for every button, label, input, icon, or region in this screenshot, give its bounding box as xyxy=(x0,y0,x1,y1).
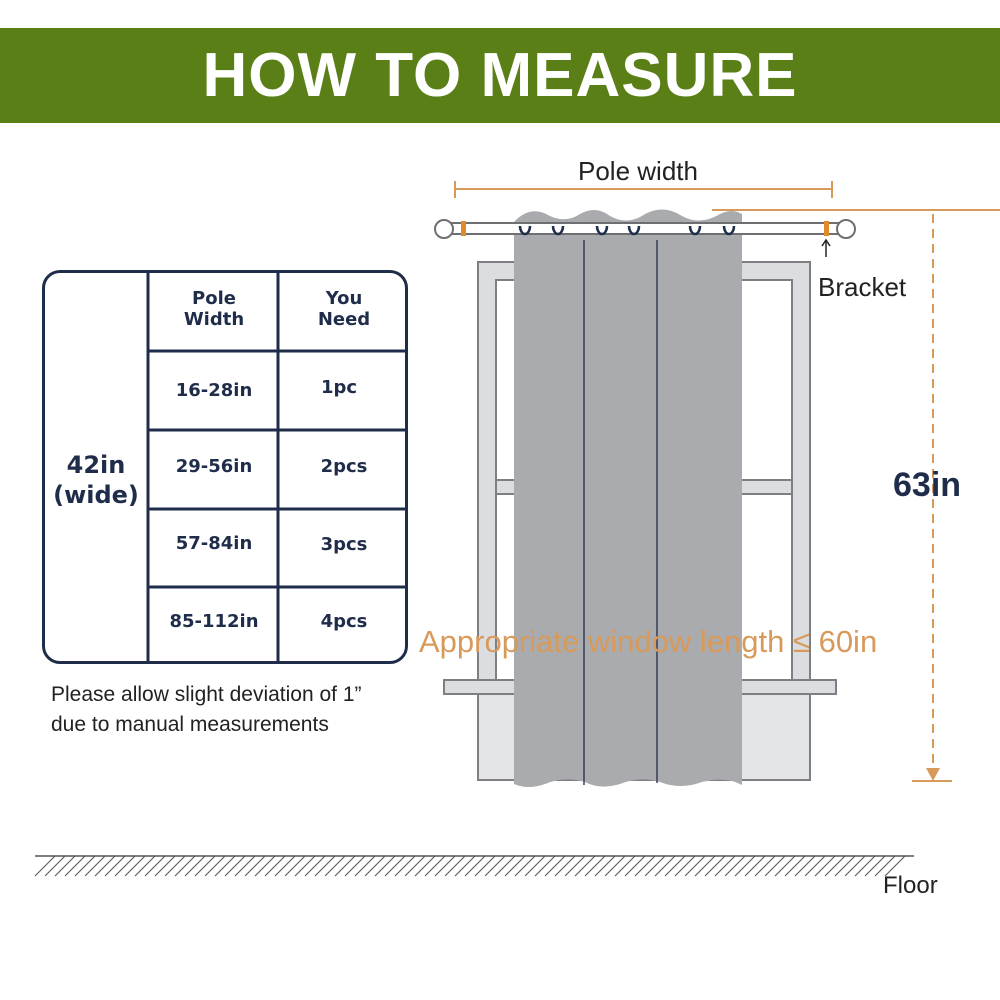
height-dimension xyxy=(712,209,1000,782)
bracket-arrow xyxy=(821,238,831,257)
table-cell-need: 4pcs xyxy=(320,611,368,632)
page-title: HOW TO MEASURE xyxy=(202,41,798,110)
floor-label: Floor xyxy=(883,872,938,899)
pole-width-label: Pole width xyxy=(578,156,698,186)
floor-hatching xyxy=(34,855,906,877)
col-header-you-need-line2: Need xyxy=(317,309,371,330)
height-arrowhead xyxy=(926,768,940,781)
curtain-size-label: 42in (wide) xyxy=(44,450,148,510)
table-cell-need: 2pcs xyxy=(320,456,368,477)
table-cell-need: 1pc xyxy=(320,377,358,398)
curtain-size-unit: (wide) xyxy=(53,481,139,509)
table-cell-width: 29-56in xyxy=(175,456,253,477)
curtain-folds xyxy=(583,240,658,785)
curtain-pole xyxy=(434,219,856,239)
col-header-pole-width: Pole Width xyxy=(150,288,278,330)
header-banner: HOW TO MEASURE xyxy=(0,28,1000,123)
measurement-note-line1: Please allow slight deviation of 1” xyxy=(51,683,362,706)
bracket-markers xyxy=(461,221,829,236)
table-cell-width: 16-28in xyxy=(175,380,253,401)
table-cell-width: 85-112in xyxy=(169,611,259,632)
size-table xyxy=(42,270,408,664)
grommet-rings xyxy=(518,225,736,236)
window-length-label: Appropriate window length ≤ 60in xyxy=(419,624,878,659)
col-header-pole-width-line2: Width xyxy=(183,309,245,330)
pole-width-dimension xyxy=(454,181,833,198)
table-cell-need: 3pcs xyxy=(320,534,368,555)
floor xyxy=(34,855,914,877)
bracket-label: Bracket xyxy=(818,272,907,302)
length-label: 63in xyxy=(893,466,962,504)
curtain-size-value: 42in xyxy=(66,451,126,479)
measurement-note: Please allow slight deviation of 1” due … xyxy=(51,680,362,740)
col-header-pole-width-line1: Pole xyxy=(192,288,236,309)
table-cell-width: 57-84in xyxy=(175,533,253,554)
measurement-note-line2: due to manual measurements xyxy=(51,713,329,736)
curtain-panel xyxy=(514,209,742,788)
col-header-you-need: You Need xyxy=(280,288,408,330)
col-header-you-need-line1: You xyxy=(325,288,363,309)
